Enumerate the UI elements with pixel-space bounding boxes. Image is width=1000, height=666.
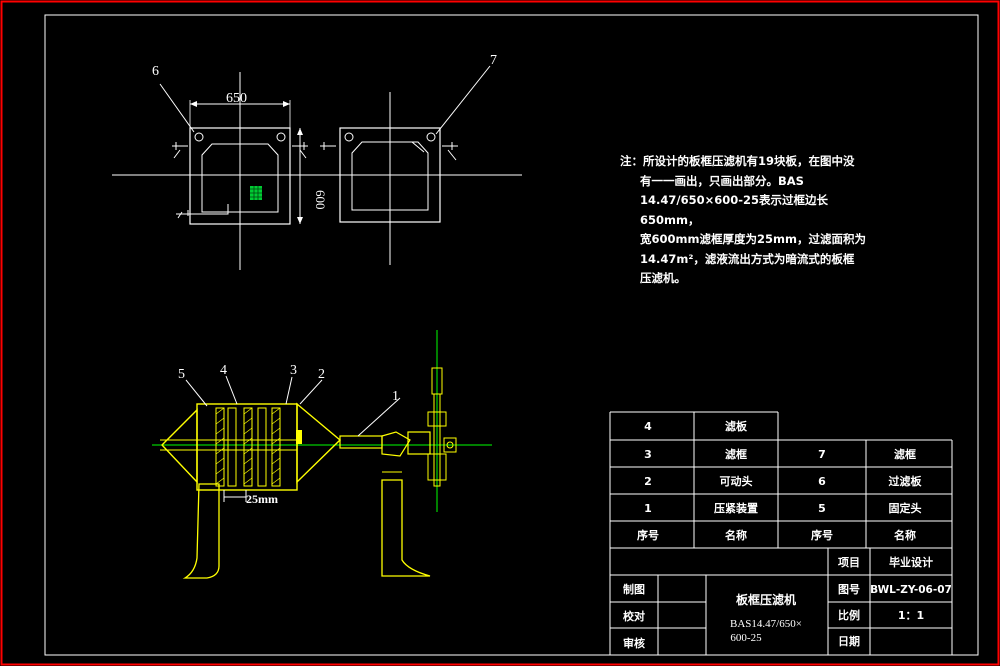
note-line-4: 宽600mm滤框厚度为25mm，过滤面积为	[640, 232, 866, 246]
drawing-title: 板框压滤机	[736, 592, 796, 607]
row2-name: 可动头	[720, 474, 753, 488]
row7-no: 7	[818, 448, 826, 461]
note-line-5: 14.47m²，滤液流出方式为暗流式的板框	[640, 251, 855, 266]
callout-1: 1	[392, 389, 399, 404]
dim-frame-thickness-label: 25mm	[246, 492, 278, 506]
project-value: 毕业设计	[889, 555, 933, 569]
row4-no: 4	[644, 420, 652, 433]
row2-no: 2	[644, 475, 652, 488]
parts-table-text: 4 滤板 3 滤框 7 滤框 2 可动头 6 过滤板 1 压紧装置 5 固定头 …	[623, 419, 952, 650]
scale-label: 比例	[838, 608, 860, 622]
drawing-no-value: BWL-ZY-06-07	[870, 584, 952, 596]
note-line-2: 有一一画出，只画出部分。BAS	[640, 173, 804, 188]
dim-width-label: 650	[226, 91, 247, 106]
callout-6: 6	[152, 64, 159, 79]
callout-3: 3	[290, 363, 297, 378]
filter-press-assembly	[152, 330, 492, 579]
filter-frame-view	[318, 65, 522, 265]
row5-no: 5	[818, 502, 826, 515]
design-note: 注：所设计的板框压滤机有19块板，在图中没 有一一画出，只画出部分。BAS 14…	[620, 152, 870, 289]
date-label: 日期	[838, 634, 860, 648]
parts-table-grid	[609, 411, 953, 655]
row7-name: 滤框	[894, 447, 916, 461]
model-line-1: BAS14.47/650×	[730, 618, 802, 630]
reviewed-label: 审核	[623, 636, 645, 650]
row3-no: 3	[644, 448, 652, 461]
callout-2: 2	[318, 367, 325, 382]
header-no-left: 序号	[637, 528, 659, 542]
callout-7: 7	[490, 53, 497, 68]
callout-4: 4	[220, 363, 227, 378]
header-no-right: 序号	[811, 528, 833, 542]
dim-height-label: 600	[313, 190, 328, 210]
row4-name: 滤板	[725, 419, 748, 433]
drawing-no-label: 图号	[838, 583, 860, 596]
callout-5: 5	[178, 367, 185, 382]
scale-value: 1：1	[898, 609, 924, 622]
row5-name: 固定头	[889, 501, 922, 515]
note-line-6: 压滤机。	[640, 271, 686, 285]
header-name-left: 名称	[725, 528, 747, 542]
note-line-3: 14.47/650×600-25表示过框边长650mm，	[640, 193, 828, 227]
row3-name: 滤框	[725, 447, 747, 461]
drawn-label: 制图	[623, 582, 645, 596]
row1-no: 1	[644, 502, 652, 515]
filter-plate-view	[112, 72, 330, 270]
row6-name: 过滤板	[889, 474, 923, 488]
checked-label: 校对	[623, 609, 645, 623]
row1-name: 压紧装置	[714, 501, 758, 515]
note-line-1: 注：所设计的板框压滤机有19块板，在图中没	[620, 154, 855, 168]
header-name-right: 名称	[894, 528, 916, 542]
inner-border	[44, 14, 979, 656]
model-line-2: 600-25	[730, 632, 762, 644]
project-label: 项目	[838, 556, 860, 569]
row6-no: 6	[818, 475, 826, 488]
